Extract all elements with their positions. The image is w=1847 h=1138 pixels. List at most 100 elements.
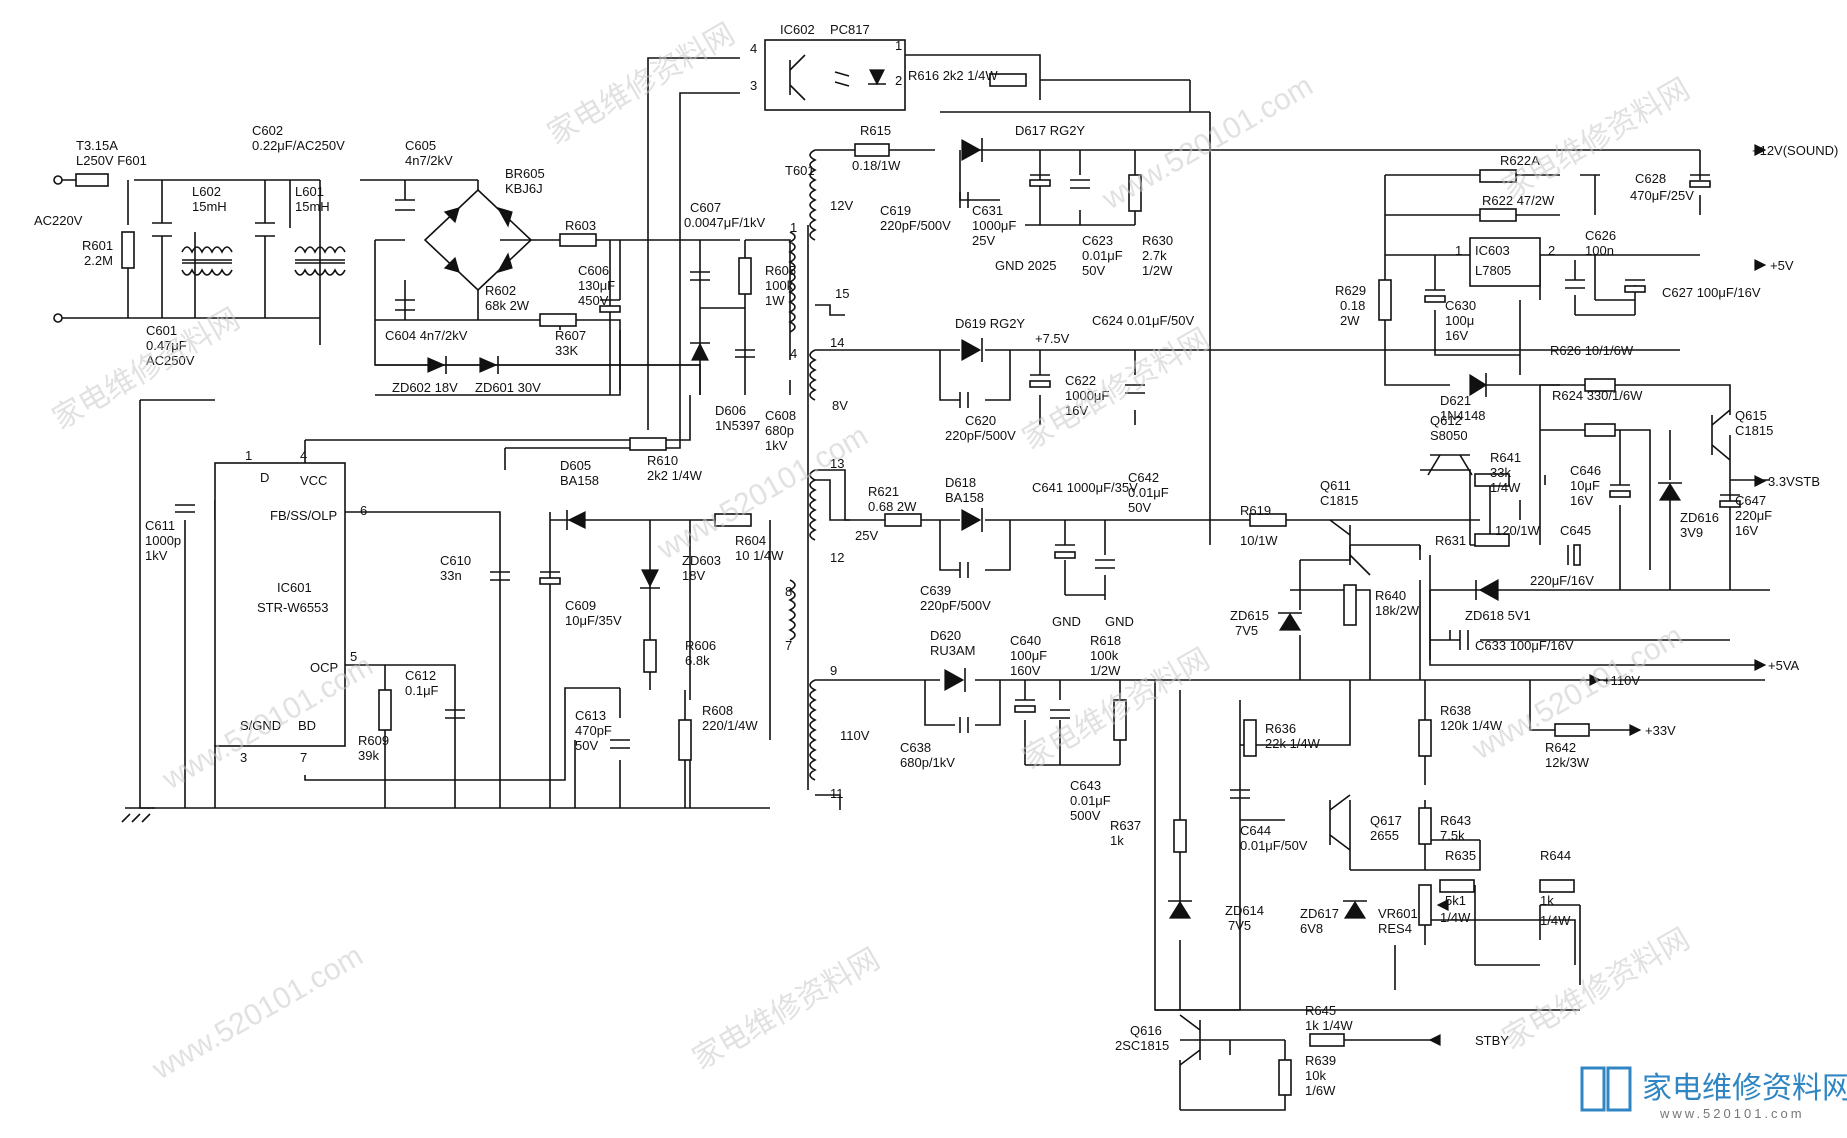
watermark-cn-7: 家电维修资料网 <box>1497 922 1695 1056</box>
winding-8v: 8V <box>832 398 848 413</box>
r621-ref: R621 <box>868 484 899 499</box>
r631-ref: R631 <box>1435 533 1466 548</box>
tap-15: 15 <box>835 286 849 301</box>
q612-ref: Q612 <box>1430 413 1462 428</box>
resistor-r603 <box>559 233 597 247</box>
c645-ref: C645 <box>1560 523 1591 538</box>
output-3v3-stb: 3.3VSTB <box>1768 474 1820 489</box>
resistor-r642 <box>1554 723 1590 737</box>
capacitor-c639 <box>959 562 969 578</box>
c607-value: 0.0047μF/1kV <box>684 215 766 230</box>
ic601-ref: IC601 <box>277 580 312 595</box>
resistor-r601 <box>121 231 135 269</box>
resistor-r626 <box>1584 378 1616 392</box>
c609-ref: C609 <box>565 598 596 613</box>
diode-d605 <box>566 510 586 530</box>
d620-ref: D620 <box>930 628 961 643</box>
c644-ref: C644 <box>1240 823 1271 838</box>
r635-ref: R635 <box>1445 848 1476 863</box>
resistor-r638 <box>1418 719 1432 757</box>
resistor-r621 <box>884 513 922 527</box>
gnd-label-1: GND <box>1052 614 1081 629</box>
r601-ref: R601 <box>82 238 113 253</box>
d618-ref: D618 <box>945 475 976 490</box>
c611-value: 1000p <box>145 533 181 548</box>
zener-zd617 <box>1343 900 1367 919</box>
q612-part: S8050 <box>1430 428 1468 443</box>
c642-rating: 50V <box>1128 500 1151 515</box>
c639-value: 220pF/500V <box>920 598 991 613</box>
q615-ref: Q615 <box>1735 408 1767 423</box>
zener-zd616 <box>1658 482 1682 501</box>
capacitor-c627 <box>1624 279 1646 293</box>
c601-value: 0.47μF <box>146 338 187 353</box>
diode-d620 <box>944 668 966 692</box>
r645-ref: R645 <box>1305 1003 1336 1018</box>
capacitor-c624 <box>1125 384 1145 394</box>
resistor-r644 <box>1539 879 1575 893</box>
c628-ref: C628 <box>1635 171 1666 186</box>
c641-label: C641 1000μF/35V <box>1032 480 1138 495</box>
resistor-r615 <box>854 143 890 157</box>
output-12v-sound: +12V(SOUND) <box>1752 143 1838 158</box>
brand-name: 家电维修资料网 <box>1642 1072 1847 1105</box>
r635-value: 5k1 <box>1445 893 1466 908</box>
tap-11: 11 <box>830 786 844 801</box>
zener-zd603 <box>640 569 660 589</box>
ic602-pin4: 4 <box>750 41 757 56</box>
resistor-r641 <box>1474 473 1510 487</box>
brand-url: www.520101.com <box>1659 1106 1805 1121</box>
ic603-pin1: 1 <box>1455 243 1462 258</box>
d621-part: 1N4148 <box>1440 408 1486 423</box>
r629-value: 0.18 <box>1340 298 1365 313</box>
choke-l601 <box>294 246 346 276</box>
l602-value: 15mH <box>192 199 227 214</box>
potentiometer-vr601 <box>1418 884 1449 926</box>
ic601-pin5: 5 <box>350 649 357 664</box>
vr601-ref: VR601 <box>1378 906 1418 921</box>
ac-input-label: AC220V <box>34 213 83 228</box>
c602-value: 0.22μF/AC250V <box>252 138 345 153</box>
c606-rating: 450V <box>578 293 609 308</box>
c601-rating: AC250V <box>146 353 195 368</box>
c613-value: 470pF <box>575 723 612 738</box>
r638-ref: R638 <box>1440 703 1471 718</box>
ic601-pin3: 3 <box>240 750 247 765</box>
vr601-part: RES4 <box>1378 921 1412 936</box>
c630-ref: C630 <box>1445 298 1476 313</box>
r604-ref: R604 <box>735 533 766 548</box>
ic601-pin7: 7 <box>300 750 307 765</box>
c640-ref: C640 <box>1010 633 1041 648</box>
zd617-ref: ZD617 <box>1300 906 1339 921</box>
r641-ref: R641 <box>1490 450 1521 465</box>
r622-label: R622 47/2W <box>1482 193 1555 208</box>
r619-value: 10/1W <box>1240 533 1278 548</box>
resistor-r629 <box>1378 279 1392 321</box>
arrow-stby <box>1428 1034 1441 1046</box>
winding-12v: 12V <box>830 198 853 213</box>
c643-ref: C643 <box>1070 778 1101 793</box>
zd615-value: 7V5 <box>1235 623 1258 638</box>
r630-ref: R630 <box>1142 233 1173 248</box>
r636-value: 22k 1/4W <box>1265 736 1321 751</box>
r610-ref: R610 <box>647 453 678 468</box>
q617-part: 2655 <box>1370 828 1399 843</box>
r631-value: 120/1W <box>1495 523 1541 538</box>
c647-ref: C647 <box>1735 493 1766 508</box>
diode-d606 <box>690 342 710 361</box>
c602-ref: C602 <box>252 123 283 138</box>
zd603-value: 18V <box>682 568 705 583</box>
resistor-r622 <box>1479 208 1517 222</box>
r639-value: 10k <box>1305 1068 1326 1083</box>
q615-part: C1815 <box>1735 423 1773 438</box>
r618-value: 100k <box>1090 648 1119 663</box>
r607-ref: R607 <box>555 328 586 343</box>
resistor-r607 <box>539 313 577 327</box>
r618-rating: 1/2W <box>1090 663 1121 678</box>
c611-rating: 1kV <box>145 548 168 563</box>
r602-ref: R602 <box>485 283 516 298</box>
r640-ref: R640 <box>1375 588 1406 603</box>
fuse-rating: T3.15A <box>76 138 118 153</box>
resistor-r622a <box>1479 169 1517 183</box>
capacitor-c644 <box>1230 789 1250 799</box>
